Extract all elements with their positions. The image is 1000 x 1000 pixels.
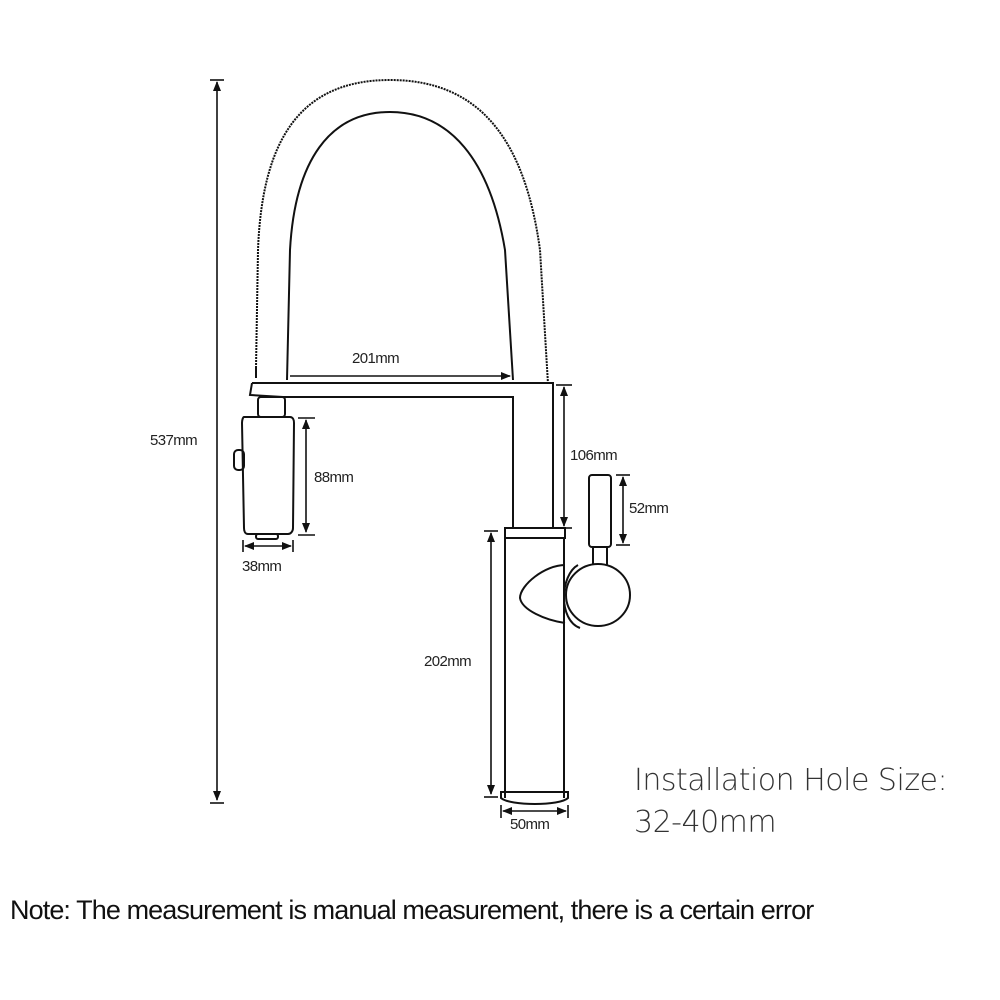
installation-value: 32-40mm <box>634 805 777 840</box>
dim-upper-body-height: 106mm <box>570 447 618 464</box>
spout-arm <box>252 382 554 528</box>
cartridge-cone <box>518 564 566 624</box>
installation-label: Installation Hole Size: <box>634 763 948 798</box>
faucet-body <box>504 538 565 798</box>
dim-handle-length: 52mm <box>629 500 669 517</box>
sprayer-head <box>240 416 296 535</box>
dim-sprayer-width: 38mm <box>242 558 282 575</box>
faucet-base <box>500 791 569 805</box>
dim-sprayer-height: 88mm <box>314 469 354 486</box>
dim-lower-body-height: 202mm <box>424 653 472 670</box>
hose-inner <box>286 110 514 381</box>
dim-base-width: 50mm <box>510 816 550 833</box>
hose-outer <box>255 78 549 385</box>
dim-spout-reach: 201mm <box>352 350 400 367</box>
dim-total-height: 537mm <box>150 432 198 449</box>
installation-hole-size: Installation Hole Size: 32-40mm <box>634 760 948 844</box>
measurement-note: Note: The measurement is manual measurem… <box>10 895 814 925</box>
